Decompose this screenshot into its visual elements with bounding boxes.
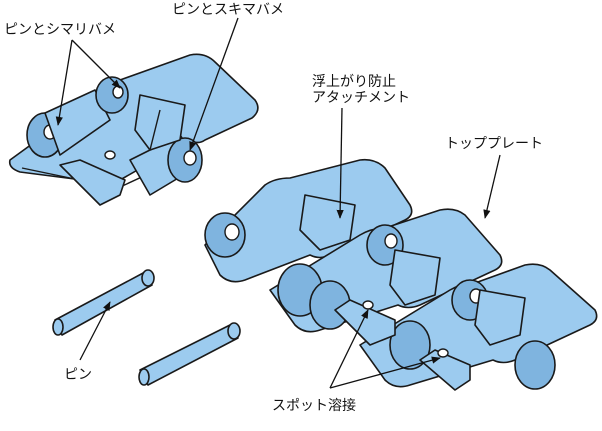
- spot-weld-hole-2: [437, 348, 449, 358]
- label-spot-weld: スポット溶接: [272, 398, 356, 414]
- leader-lines: [55, 17, 501, 389]
- roller-4: [389, 320, 431, 370]
- label-lift-prevention-attachment: 浮上がり防止 アタッチメント: [312, 74, 410, 106]
- label-top-plate: トッププレート: [445, 136, 543, 152]
- pin-2: [139, 324, 239, 386]
- attachment-2: [389, 249, 441, 306]
- small-top-plate: [8, 53, 259, 185]
- small-chain-assembly: [8, 53, 259, 206]
- label-pin-tight-spring: ピンとシマリバメ: [4, 22, 116, 38]
- pin-1: [54, 271, 153, 336]
- roller-6: [514, 340, 556, 390]
- label-pin: ピン: [64, 367, 92, 383]
- large-chain-assembly: [52, 158, 598, 391]
- attachment-1: [299, 194, 356, 251]
- label-pin-clearance-spring: ピンとスキマバメ: [172, 2, 284, 18]
- attachment-3: [474, 289, 526, 346]
- small-barrel-top: [95, 76, 129, 114]
- small-attachment: [134, 94, 186, 151]
- spot-weld-hole-1: [362, 300, 374, 310]
